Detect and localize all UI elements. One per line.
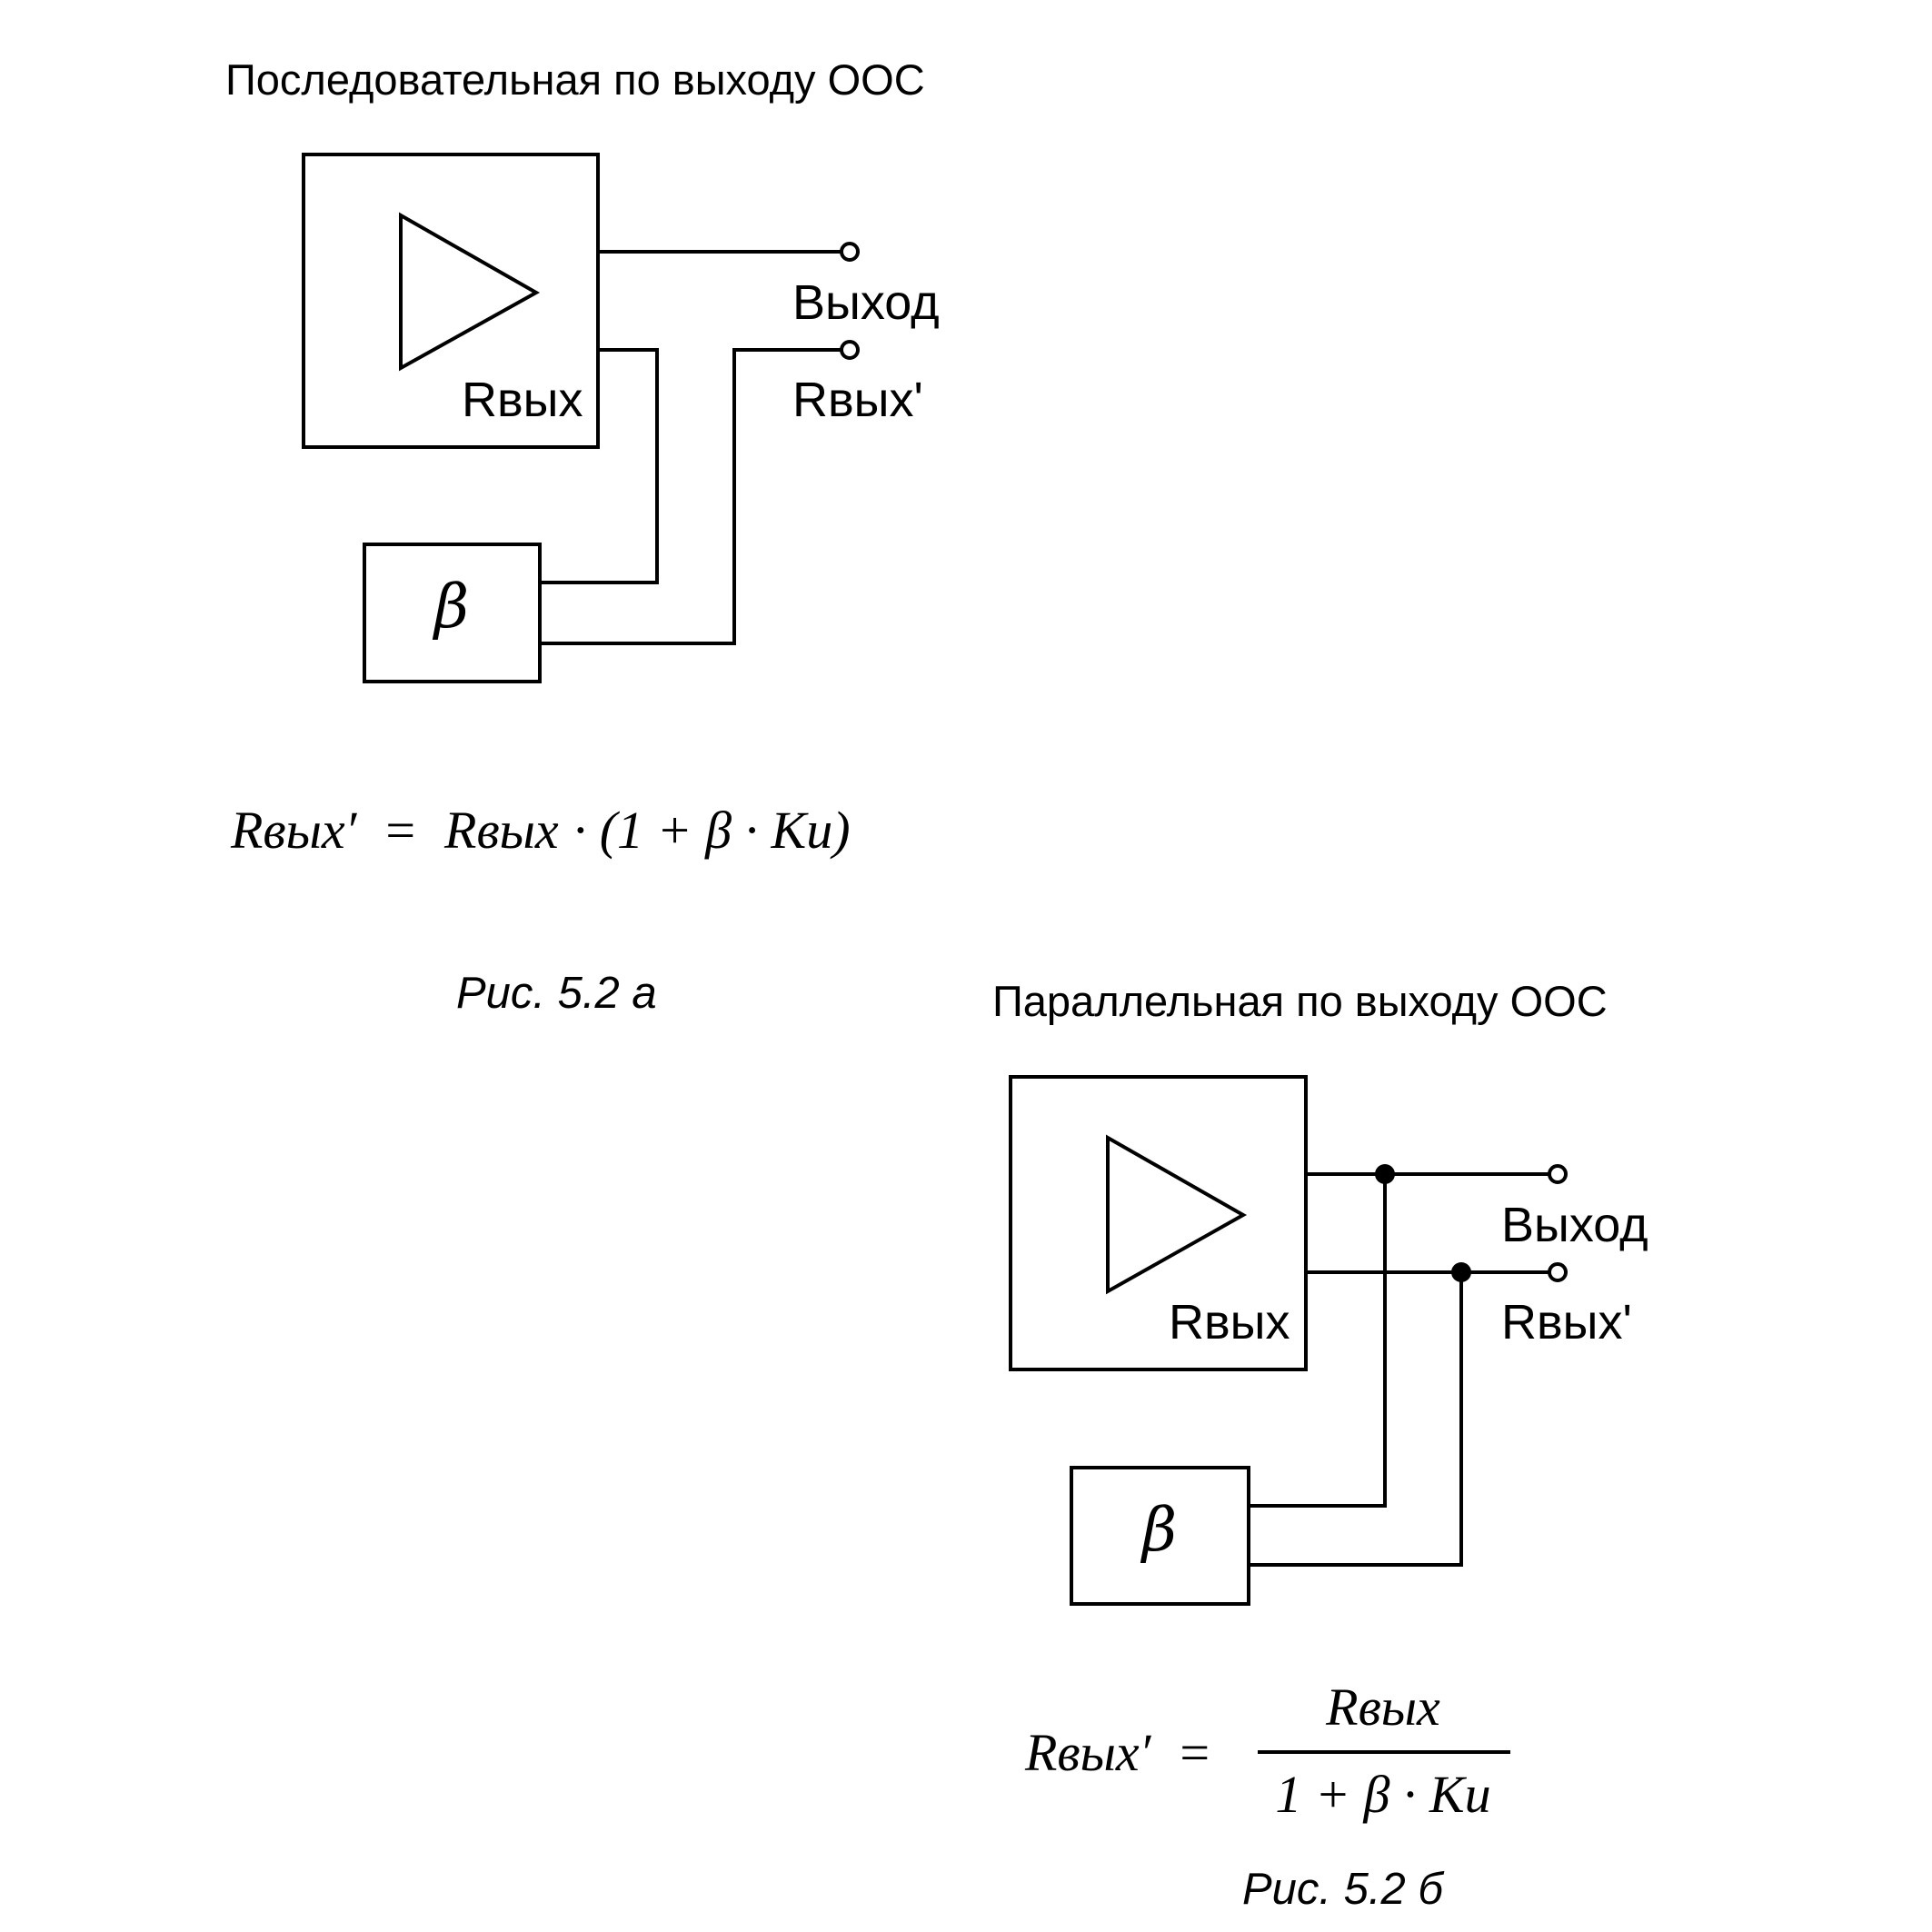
- formula-b-eq: =: [1180, 1723, 1210, 1782]
- beta-box-b: [1070, 1466, 1250, 1606]
- formula-a-eq: =: [385, 801, 415, 860]
- amplifier-box-a: [302, 153, 600, 449]
- amplifier-box-b: [1009, 1075, 1308, 1371]
- beta-label-a: β: [432, 572, 469, 642]
- output-res-terminal-a: [840, 340, 860, 360]
- figure-caption-a: Рис. 5.2 а: [456, 969, 657, 1018]
- feedback-wire-a-lower: [540, 348, 842, 645]
- beta-label-b: β: [1140, 1495, 1177, 1565]
- output-terminal-a: [840, 242, 860, 262]
- amplifier-triangle-icon-a: [399, 212, 541, 372]
- formula-b-numerator: Rвых: [1325, 1678, 1440, 1737]
- formula-b-denominator: 1 + β · Ku: [1275, 1765, 1490, 1824]
- formula-a: Rвых′ = Rвых · (1 + β · Ku): [230, 801, 851, 860]
- diagram-a: Последовательная по выходу ООС Rвых Выхо…: [225, 55, 940, 1018]
- feedback-wire-b-upper: [1249, 1174, 1387, 1508]
- junction-node-upper: [1375, 1164, 1395, 1184]
- feedback-wire-b-lower: [1249, 1272, 1463, 1567]
- feedback-wire-a-upper: [540, 348, 659, 584]
- diagram-b: Параллельная по выходу ООС Rвых Выход Rв…: [992, 977, 1648, 1914]
- diagram-b-title: Параллельная по выходу ООС: [992, 977, 1608, 1025]
- amplifier-output-resistance-label-b: Rвых: [1169, 1295, 1290, 1349]
- formula-a-lhs: Rвых′: [230, 801, 358, 860]
- output-label-a: Выход: [792, 275, 940, 330]
- output-terminal-b: [1548, 1164, 1568, 1184]
- formula-b-left: Rвых′ =: [1024, 1723, 1210, 1782]
- junction-node-lower: [1451, 1262, 1471, 1282]
- output-res-label-a: Rвых': [792, 373, 923, 427]
- formula-a-rhs-r: Rвых: [443, 801, 559, 860]
- output-label-b: Выход: [1501, 1198, 1648, 1252]
- amplifier-triangle-icon-b: [1106, 1134, 1248, 1295]
- amplifier-output-resistance-label-a: Rвых: [462, 373, 583, 427]
- beta-box-a: [363, 543, 542, 683]
- output-res-terminal-b: [1548, 1262, 1568, 1282]
- diagram-a-title: Последовательная по выходу ООС: [225, 55, 925, 104]
- figure-caption-b: Рис. 5.2 б: [1242, 1865, 1444, 1914]
- formula-a-rhs-rest: · (1 + β · Ku): [573, 801, 851, 860]
- formula-b-lhs: Rвых′: [1024, 1723, 1152, 1782]
- output-res-label-b: Rвых': [1501, 1295, 1632, 1349]
